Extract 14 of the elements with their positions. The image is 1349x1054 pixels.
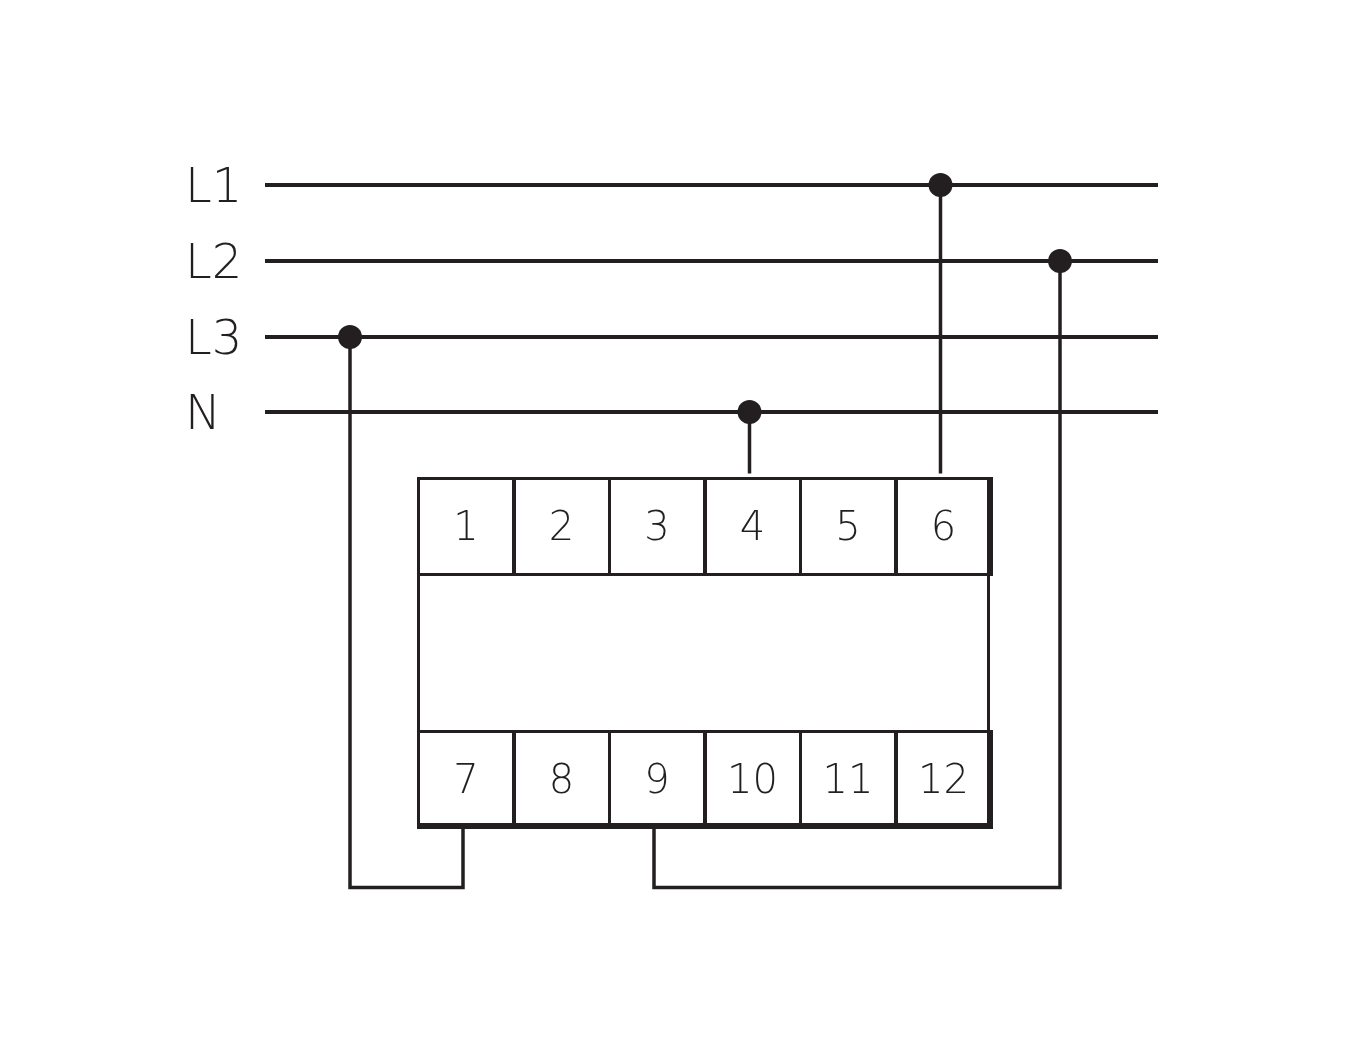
line-label: L1 <box>185 159 243 211</box>
terminal-box: 10 <box>703 729 802 829</box>
wire <box>652 249 1072 890</box>
terminal-box: 6 <box>894 476 993 576</box>
line-label: N <box>185 386 221 438</box>
terminal-box: 12 <box>894 729 993 829</box>
wire <box>338 325 465 890</box>
terminal-box: 8 <box>512 729 611 829</box>
wire <box>928 173 953 474</box>
line-label: L3 <box>185 311 243 363</box>
wire <box>737 400 762 474</box>
line-label: L2 <box>185 235 243 287</box>
device-housing <box>417 477 990 826</box>
terminal-box: 7 <box>416 729 516 829</box>
